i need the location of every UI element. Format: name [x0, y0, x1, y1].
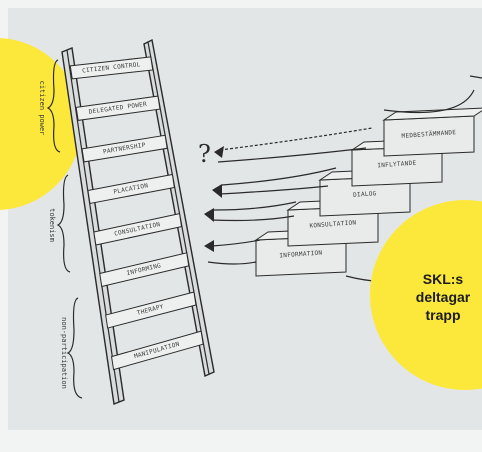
- callout-line-1: SKL:s: [384, 270, 482, 288]
- group-label-citizen-power: citizen power: [38, 81, 46, 136]
- callout-text: SKL:s deltagar trapp: [384, 270, 482, 324]
- callout-line-3: trapp: [384, 306, 482, 324]
- question-mark: ?: [198, 140, 211, 168]
- group-label-non-participation: non-participation: [60, 317, 68, 389]
- group-label-tokenism: tokenism: [48, 208, 56, 242]
- callout-line-2: deltagar: [384, 288, 482, 306]
